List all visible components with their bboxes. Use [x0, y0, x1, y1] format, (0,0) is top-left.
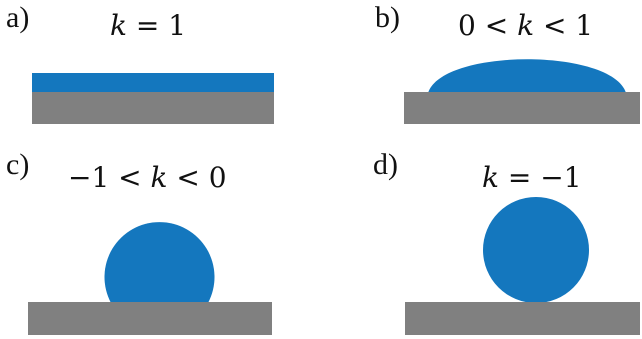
panel-a-substrate	[32, 92, 274, 124]
panel-c-condition-var: k	[151, 161, 168, 194]
panel-b-letter: b)	[375, 1, 400, 34]
panel-b-condition-var: k	[517, 9, 534, 42]
panel-b-condition-pre: 0 <	[458, 9, 517, 42]
panel-c-condition-post: < 0	[168, 161, 227, 194]
panel-a-condition-post: = 1	[127, 9, 186, 42]
panel-c: c) −1 < k < 0	[6, 148, 272, 335]
panel-d: d) k = −1	[373, 148, 640, 335]
panel-b-substrate	[404, 92, 640, 124]
panel-c-letter: c)	[6, 148, 29, 181]
panel-d-droplet	[483, 197, 589, 303]
panel-d-letter: d)	[373, 148, 398, 181]
panel-c-condition-pre: −1 <	[68, 161, 151, 194]
panel-a-condition: k = 1	[110, 9, 186, 42]
panel-b-condition-post: < 1	[534, 9, 593, 42]
panel-d-condition-post: = −1	[499, 161, 582, 194]
panel-d-substrate	[405, 302, 640, 335]
panel-b-droplet	[428, 59, 626, 93]
panel-a-condition-var: k	[110, 9, 127, 42]
panel-a-wetting-film	[32, 73, 274, 92]
panel-c-substrate	[28, 302, 272, 335]
panel-b-condition: 0 < k < 1	[458, 9, 593, 42]
panel-c-condition: −1 < k < 0	[68, 161, 227, 194]
panel-d-condition-var: k	[482, 161, 499, 194]
panel-d-condition: k = −1	[482, 161, 582, 194]
panel-a: a) k = 1	[6, 1, 274, 124]
panel-b: b) 0 < k < 1	[375, 1, 640, 124]
panel-c-droplet	[104, 222, 215, 303]
panel-a-letter: a)	[6, 1, 29, 34]
